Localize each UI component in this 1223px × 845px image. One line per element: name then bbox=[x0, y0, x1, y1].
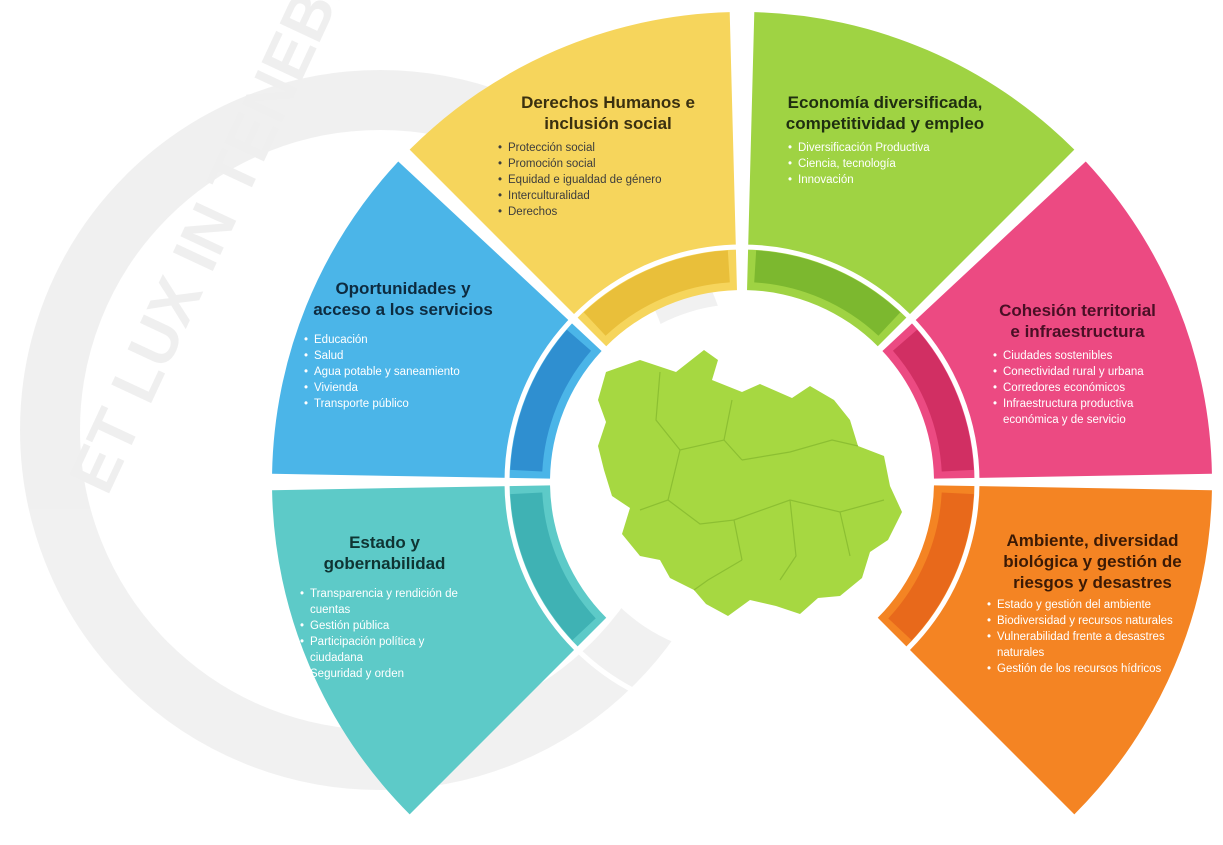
list-item: Seguridad y orden bbox=[298, 666, 473, 682]
segment-economia: Economía diversificada, competitividad y… bbox=[760, 92, 1010, 188]
list-item: Gestión de los recursos hídricos bbox=[985, 661, 1185, 677]
list-item: Ciudades sostenibles bbox=[991, 348, 1156, 364]
title-line: inclusión social bbox=[544, 114, 672, 133]
segment-ambiente-inner-band bbox=[888, 492, 974, 641]
list-item: Diversificación Productiva bbox=[786, 140, 936, 156]
title-line: Derechos Humanos e bbox=[521, 93, 695, 112]
segment-estado-items: Transparencia y rendición de cuentas Ges… bbox=[298, 586, 473, 682]
segment-ambiente-items: Estado y gestión del ambiente Biodiversi… bbox=[985, 597, 1185, 677]
title-line: competitividad y empleo bbox=[785, 114, 985, 133]
segment-cohesion: Cohesión territorial e infraestructura C… bbox=[985, 300, 1170, 428]
title-line: acceso a los servicios bbox=[313, 300, 493, 319]
title-line: e infraestructura bbox=[1010, 322, 1145, 341]
region-map-shape bbox=[598, 350, 902, 616]
list-item: Agua potable y saneamiento bbox=[302, 364, 462, 380]
separator-ring bbox=[504, 244, 980, 720]
segment-economia-items: Diversificación Productiva Ciencia, tecn… bbox=[786, 140, 936, 188]
segment-oportunidades: Oportunidades y acceso a los servicios E… bbox=[298, 278, 508, 412]
segment-oportunidades-items: Educación Salud Agua potable y saneamien… bbox=[302, 332, 462, 412]
list-item: Estado y gestión del ambiente bbox=[985, 597, 1185, 613]
title-line: Estado y bbox=[349, 533, 420, 552]
list-item: Infraestructura productiva económica y d… bbox=[991, 396, 1156, 428]
segment-estado: Estado y gobernabilidad Transparencia y … bbox=[292, 532, 477, 682]
list-item: Corredores económicos bbox=[991, 380, 1156, 396]
list-item: Salud bbox=[302, 348, 462, 364]
list-item: Transporte público bbox=[302, 396, 462, 412]
segment-ambiente-title: Ambiente, diversidad biológica y gestión… bbox=[985, 530, 1200, 593]
segment-ambiente: Ambiente, diversidad biológica y gestión… bbox=[985, 530, 1200, 677]
list-item: Biodiversidad y recursos naturales bbox=[985, 613, 1185, 629]
segment-economia-title: Economía diversificada, competitividad y… bbox=[760, 92, 1010, 134]
segment-derechos-items: Protección social Promoción social Equid… bbox=[496, 140, 724, 220]
title-line: riesgos y desastres bbox=[1013, 573, 1172, 592]
inner-ring bbox=[504, 244, 980, 720]
segment-cohesion-items: Ciudades sostenibles Conectividad rural … bbox=[991, 348, 1156, 428]
list-item: Promoción social bbox=[496, 156, 724, 172]
list-item: Interculturalidad bbox=[496, 188, 724, 204]
title-line: Economía diversificada, bbox=[787, 93, 983, 112]
title-line: gobernabilidad bbox=[323, 554, 446, 573]
title-line: Ambiente, diversidad bbox=[1006, 531, 1179, 550]
list-item: Ciencia, tecnología bbox=[786, 156, 936, 172]
segment-estado-title: Estado y gobernabilidad bbox=[292, 532, 477, 574]
segment-economia-inner-band bbox=[754, 250, 901, 336]
segment-derechos-inner-band bbox=[583, 250, 730, 336]
segment-oportunidades-inner-band bbox=[510, 329, 592, 472]
segment-derechos-title: Derechos Humanos e inclusión social bbox=[492, 92, 724, 134]
title-line: biológica y gestión de bbox=[1003, 552, 1182, 571]
list-item: Gestión pública bbox=[298, 618, 473, 634]
list-item: Vivienda bbox=[302, 380, 462, 396]
list-item: Derechos bbox=[496, 204, 724, 220]
list-item: Vulnerabilidad frente a desastres natura… bbox=[985, 629, 1185, 661]
segment-derechos: Derechos Humanos e inclusión social Prot… bbox=[492, 92, 724, 220]
list-item: Protección social bbox=[496, 140, 724, 156]
segment-cohesion-inner-band bbox=[892, 329, 974, 472]
list-item: Innovación bbox=[786, 172, 936, 188]
list-item: Participación política y ciudadana bbox=[298, 634, 473, 666]
list-item: Equidad e igualdad de género bbox=[496, 172, 724, 188]
list-item: Educación bbox=[302, 332, 462, 348]
title-line: Cohesión territorial bbox=[999, 301, 1156, 320]
list-item: Transparencia y rendición de cuentas bbox=[298, 586, 473, 618]
segment-cohesion-title: Cohesión territorial e infraestructura bbox=[985, 300, 1170, 342]
title-line: Oportunidades y bbox=[335, 279, 471, 298]
segment-oportunidades-title: Oportunidades y acceso a los servicios bbox=[298, 278, 508, 320]
segment-estado-inner-band bbox=[510, 492, 596, 641]
region-borders bbox=[639, 371, 885, 591]
region-map bbox=[598, 350, 902, 616]
list-item: Conectividad rural y urbana bbox=[991, 364, 1156, 380]
